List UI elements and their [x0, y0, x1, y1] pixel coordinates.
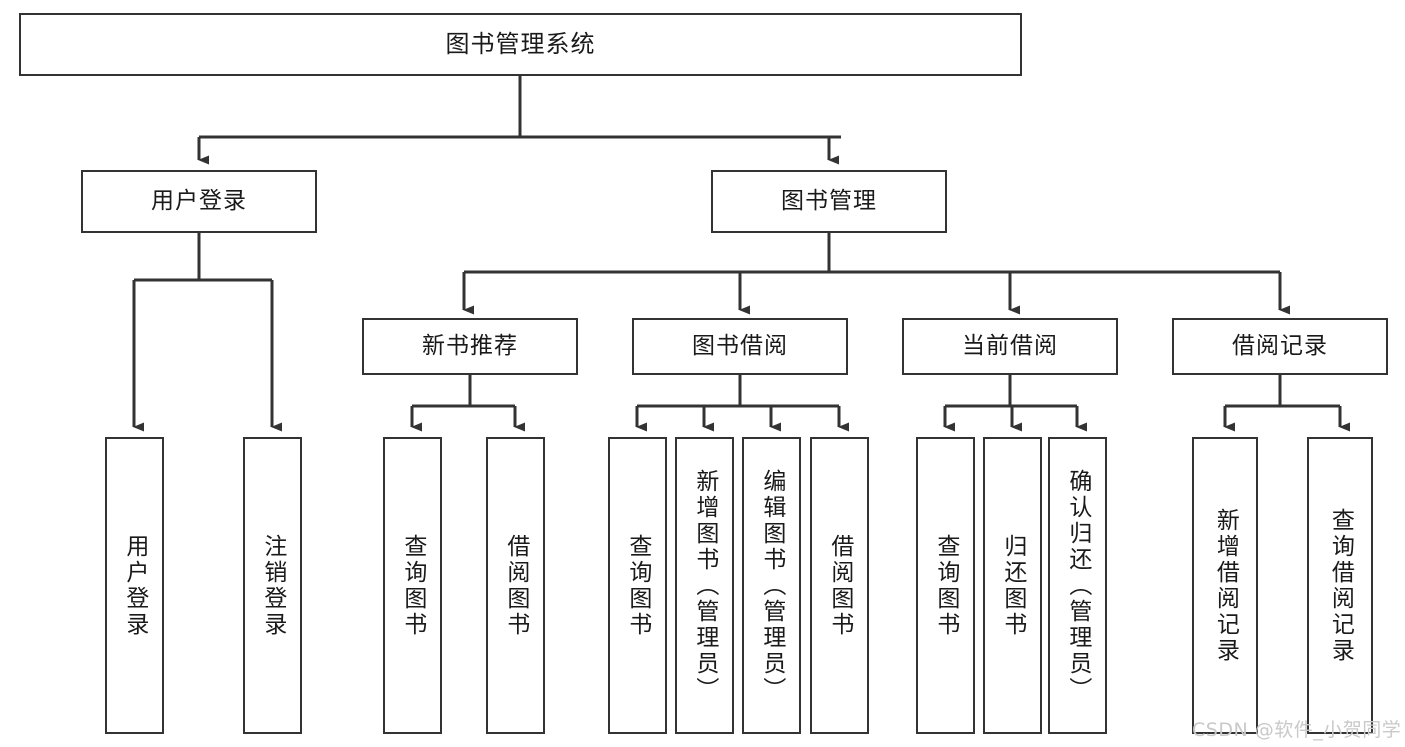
node-label: 用户登录 — [151, 187, 247, 214]
node-label: 当前借阅 — [962, 332, 1058, 359]
node-label: 归还图书 — [999, 533, 1026, 638]
node-label: 查询图书 — [932, 533, 959, 638]
node-book-management[interactable]: 图书管理 — [711, 170, 947, 233]
node-label: 新书推荐 — [422, 332, 518, 359]
node-borrow-record[interactable]: 借阅记录 — [1172, 318, 1388, 375]
node-label: 新增图书（管理员） — [691, 468, 718, 703]
leaf-record-query-borrow-record[interactable]: 查询借阅记录 — [1307, 437, 1373, 734]
node-label: 查询图书 — [624, 533, 651, 638]
node-book-borrow[interactable]: 图书借阅 — [632, 318, 848, 375]
leaf-user-login-signin[interactable]: 用户登录 — [105, 437, 164, 734]
node-current-borrow[interactable]: 当前借阅 — [902, 318, 1118, 375]
leaf-recommend-query-book[interactable]: 查询图书 — [383, 437, 442, 734]
leaf-current-query-book[interactable]: 查询图书 — [916, 437, 975, 734]
node-label: 查询借阅记录 — [1327, 507, 1354, 664]
node-label: 确认归还（管理员） — [1064, 468, 1091, 703]
node-label: 新增借阅记录 — [1212, 507, 1239, 664]
leaf-borrow-edit-book-admin[interactable]: 编辑图书（管理员） — [742, 437, 801, 734]
node-label: 借阅图书 — [826, 533, 853, 638]
leaf-record-add-borrow-record[interactable]: 新增借阅记录 — [1192, 437, 1258, 734]
leaf-borrow-query-book[interactable]: 查询图书 — [608, 437, 667, 734]
node-label: 借阅图书 — [502, 533, 529, 638]
leaf-current-return-book[interactable]: 归还图书 — [983, 437, 1042, 734]
node-label: 借阅记录 — [1232, 332, 1328, 359]
node-user-login[interactable]: 用户登录 — [81, 170, 317, 233]
csdn-watermark: CSDN @软件_小贺同学 — [1192, 719, 1402, 741]
node-label: 注销登录 — [259, 533, 286, 638]
node-label: 编辑图书（管理员） — [758, 468, 785, 703]
leaf-borrow-borrow-book[interactable]: 借阅图书 — [810, 437, 869, 734]
node-label: 图书管理 — [781, 187, 877, 214]
node-label: 用户登录 — [121, 533, 148, 638]
leaf-current-confirm-return-admin[interactable]: 确认归还（管理员） — [1048, 437, 1107, 734]
leaf-borrow-add-book-admin[interactable]: 新增图书（管理员） — [675, 437, 734, 734]
leaf-recommend-borrow-book[interactable]: 借阅图书 — [486, 437, 545, 734]
leaf-user-login-signout[interactable]: 注销登录 — [243, 437, 302, 734]
node-label: 图书借阅 — [692, 332, 788, 359]
node-root-library-system[interactable]: 图书管理系统 — [19, 13, 1022, 76]
node-label: 图书管理系统 — [445, 30, 596, 59]
node-label: 查询图书 — [399, 533, 426, 638]
node-new-book-recommend[interactable]: 新书推荐 — [362, 318, 578, 375]
